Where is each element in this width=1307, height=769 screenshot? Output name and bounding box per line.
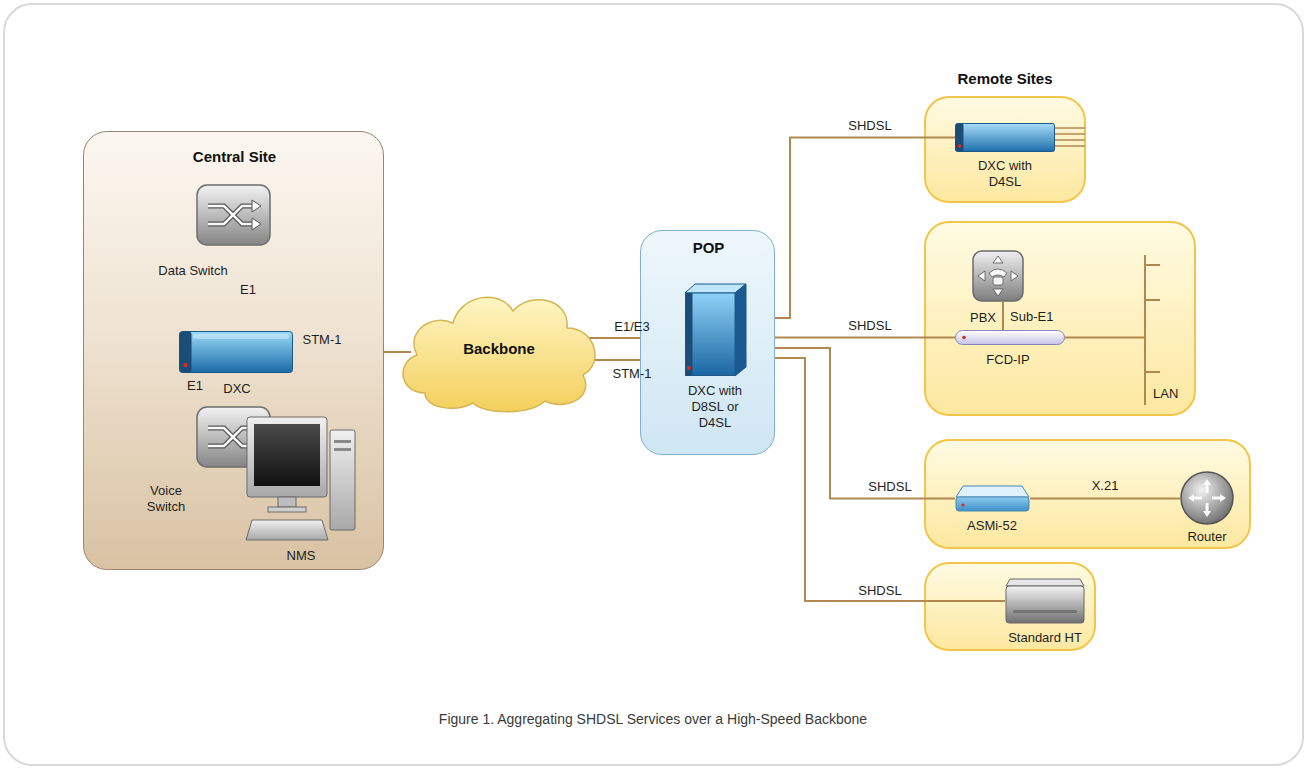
lan-bus — [1065, 255, 1160, 405]
node-heading: POP — [641, 239, 776, 257]
edge-label: SHDSL — [858, 583, 901, 599]
connector-path — [746, 138, 955, 319]
connector-line — [746, 138, 955, 319]
remote-site-panel — [925, 222, 1195, 415]
connector-path — [1002, 302, 1004, 330]
remote-site-panel — [925, 440, 1250, 548]
edge-label: SHDSL — [848, 118, 891, 134]
connector-line — [1030, 498, 1180, 499]
ht-unit — [1005, 578, 1085, 624]
node-label: DXC with D8SL or D4SL — [678, 383, 752, 431]
node-label: Router — [1187, 529, 1226, 545]
node-label: Voice Switch — [140, 483, 192, 515]
nms-node: NMS — [246, 416, 356, 544]
node-label: DXC — [223, 381, 250, 397]
connector-line — [746, 358, 1005, 601]
dxc-chassis — [179, 331, 293, 373]
node-label: Standard HT — [1008, 630, 1082, 646]
nms-computer — [246, 416, 356, 544]
node-heading: Backbone — [395, 340, 603, 358]
dxc-port-wires — [1055, 128, 1085, 146]
remote-site-panel — [925, 97, 1085, 202]
connector-path — [1030, 498, 1180, 500]
connector-line — [746, 348, 955, 499]
node-label: NMS — [287, 548, 316, 564]
edge-label: E1 — [187, 378, 203, 394]
ht-node: Standard HT — [1005, 578, 1085, 624]
pbx-node: PBX — [972, 250, 1024, 302]
edge-label: X.21 — [1092, 478, 1119, 494]
node-label: Data Switch — [158, 263, 227, 279]
dxc-chassis — [685, 284, 746, 376]
edge-label: E1/E3 — [614, 319, 649, 335]
figure-caption: Figure 1. Aggregating SHDSL Services ove… — [439, 711, 867, 727]
bus-label: LAN — [1153, 386, 1178, 402]
node-label: DXC with D4SL — [968, 158, 1042, 190]
edge-label: SHDSL — [868, 479, 911, 495]
node-label: ASMi-52 — [967, 518, 1017, 534]
node-label: FCD-IP — [986, 352, 1029, 368]
edge-label: SHDSL — [848, 318, 891, 334]
fcd-ip-node: FCD-IP — [955, 330, 1065, 345]
node-heading: Central Site — [84, 148, 385, 166]
outer-frame — [4, 4, 1303, 765]
dxc-chassis — [955, 123, 1055, 152]
fcd-ip-unit — [955, 330, 1065, 345]
connector-line — [1003, 302, 1004, 330]
dxc-node: DXC with D8SL or D4SL — [685, 284, 746, 376]
edge-label: E1 — [240, 282, 256, 298]
pbx-icon — [972, 250, 1024, 302]
modem-node: ASMi-52 — [955, 485, 1030, 512]
edge-label: Sub-E1 — [1010, 309, 1053, 325]
switch-icon — [196, 184, 271, 246]
connector-path — [746, 337, 955, 339]
cloud-node: Backbone — [395, 283, 603, 415]
switch-node: Data Switch — [196, 184, 271, 246]
edge-label: STM-1 — [613, 366, 652, 382]
dxc-node: DXC with D4SL — [955, 123, 1055, 152]
connector-path — [746, 348, 955, 499]
group-heading: Remote Sites — [957, 70, 1052, 88]
pop-band: POP DXC with D8SL or D4SL — [640, 230, 775, 455]
node-label: PBX — [970, 310, 996, 326]
dxc-node: DXC — [179, 331, 293, 373]
router-node: Router — [1180, 471, 1234, 525]
site-band: Central SiteData SwitchDXCVoice SwitchNM… — [83, 131, 384, 570]
connector-line — [746, 337, 955, 338]
modem-unit — [955, 485, 1030, 512]
remote-site-panel — [925, 563, 1095, 650]
connector-path — [746, 358, 1005, 601]
router-icon — [1180, 471, 1234, 525]
edge-label: STM-1 — [303, 332, 342, 348]
